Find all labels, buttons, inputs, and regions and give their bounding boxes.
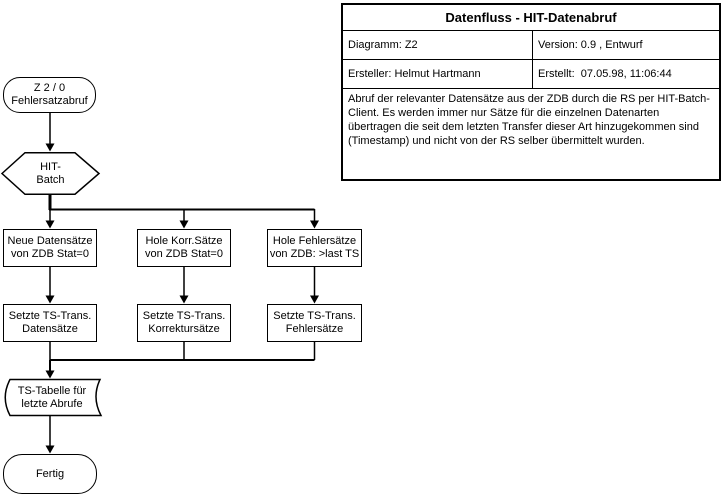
end-label: Fertig xyxy=(35,467,65,480)
description-cell: Abruf der relevanter Datensätze aus der … xyxy=(348,93,710,147)
process-box-label: Korrektursätze xyxy=(148,323,220,335)
hexagon-shape xyxy=(0,152,101,195)
info-table-row: Diagramm: Z2 Version: 0.9 , Entwurf xyxy=(343,31,719,60)
start-label-line2: Fehlersatzabruf xyxy=(11,95,88,107)
arrowhead xyxy=(45,143,55,152)
hit-batch-hexagon-label: HIT- Batch xyxy=(2,152,99,195)
process-box-label: von ZDB Stat=0 xyxy=(11,248,89,260)
storage-label-line2: letzte Abrufe xyxy=(21,397,83,410)
process-box-setts-korrektursaetze: Setzte TS-Trans. Korrektursätze xyxy=(137,304,231,342)
start-label-line1: Z 2 / 0 xyxy=(33,82,66,94)
process-box-hole-fehlersaetze: Hole Fehlersätze von ZDB: >last TS xyxy=(267,229,362,267)
arrowhead xyxy=(310,295,319,304)
storage-label-line1: TS-Tabelle für xyxy=(17,384,87,397)
created-cell: Erstellt: 07.05.98, 11:06:44 xyxy=(538,68,672,80)
stored-data-shape xyxy=(4,378,103,417)
arrowhead xyxy=(179,220,189,229)
hexagon-label-line2: Batch xyxy=(36,173,65,186)
creator-cell: Ersteller: Helmut Hartmann xyxy=(343,60,533,88)
process-box-label: Hole Fehlersätze xyxy=(272,235,357,247)
process-box-label: Neue Datensätze xyxy=(7,235,93,247)
diagram-info-table: Datenfluss - HIT-Datenabruf Diagramm: Z2… xyxy=(341,3,721,181)
process-box-label: Setzte TS-Trans. xyxy=(8,310,92,322)
arrowhead xyxy=(45,220,55,229)
start-terminator: Z 2 / 0 Fehlersatzabruf xyxy=(3,77,96,113)
process-box-hole-korrsaetze: Hole Korr.Sätze von ZDB Stat=0 xyxy=(137,229,231,267)
process-box-neue-datensaetze: Neue Datensätze von ZDB Stat=0 xyxy=(3,229,97,267)
end-terminator: Fertig xyxy=(3,454,97,494)
process-box-label: von ZDB Stat=0 xyxy=(145,248,223,260)
process-box-label: Setzte TS-Trans. xyxy=(273,310,356,322)
process-box-label: Setzte TS-Trans. xyxy=(142,310,226,322)
process-box-setts-datensaetze: Setzte TS-Trans. Datensätze xyxy=(3,304,97,342)
ts-table-storage-label: TS-Tabelle für letzte Abrufe xyxy=(4,379,100,416)
process-box-setts-fehlersaetze: Setzte TS-Trans. Fehlersätze xyxy=(267,304,362,342)
arrowhead xyxy=(179,295,189,304)
arrowhead xyxy=(310,220,319,229)
hexagon-label-line1: HIT- xyxy=(40,160,61,173)
info-table-row: Ersteller: Helmut Hartmann Erstellt: 07.… xyxy=(343,60,719,89)
arrowhead xyxy=(45,295,55,304)
arrowhead xyxy=(45,370,55,379)
version-cell: Version: 0.9 , Entwurf xyxy=(538,39,643,51)
arrowhead xyxy=(45,445,55,454)
process-box-label: Datensätze xyxy=(22,323,78,335)
process-box-label: Fehlersätze xyxy=(285,323,344,335)
process-box-label: Hole Korr.Sätze xyxy=(145,235,223,247)
process-box-label: von ZDB: >last TS xyxy=(269,248,360,260)
diagram-id-cell: Diagramm: Z2 xyxy=(343,31,533,59)
diagram-title: Datenfluss - HIT-Datenabruf xyxy=(343,5,719,31)
